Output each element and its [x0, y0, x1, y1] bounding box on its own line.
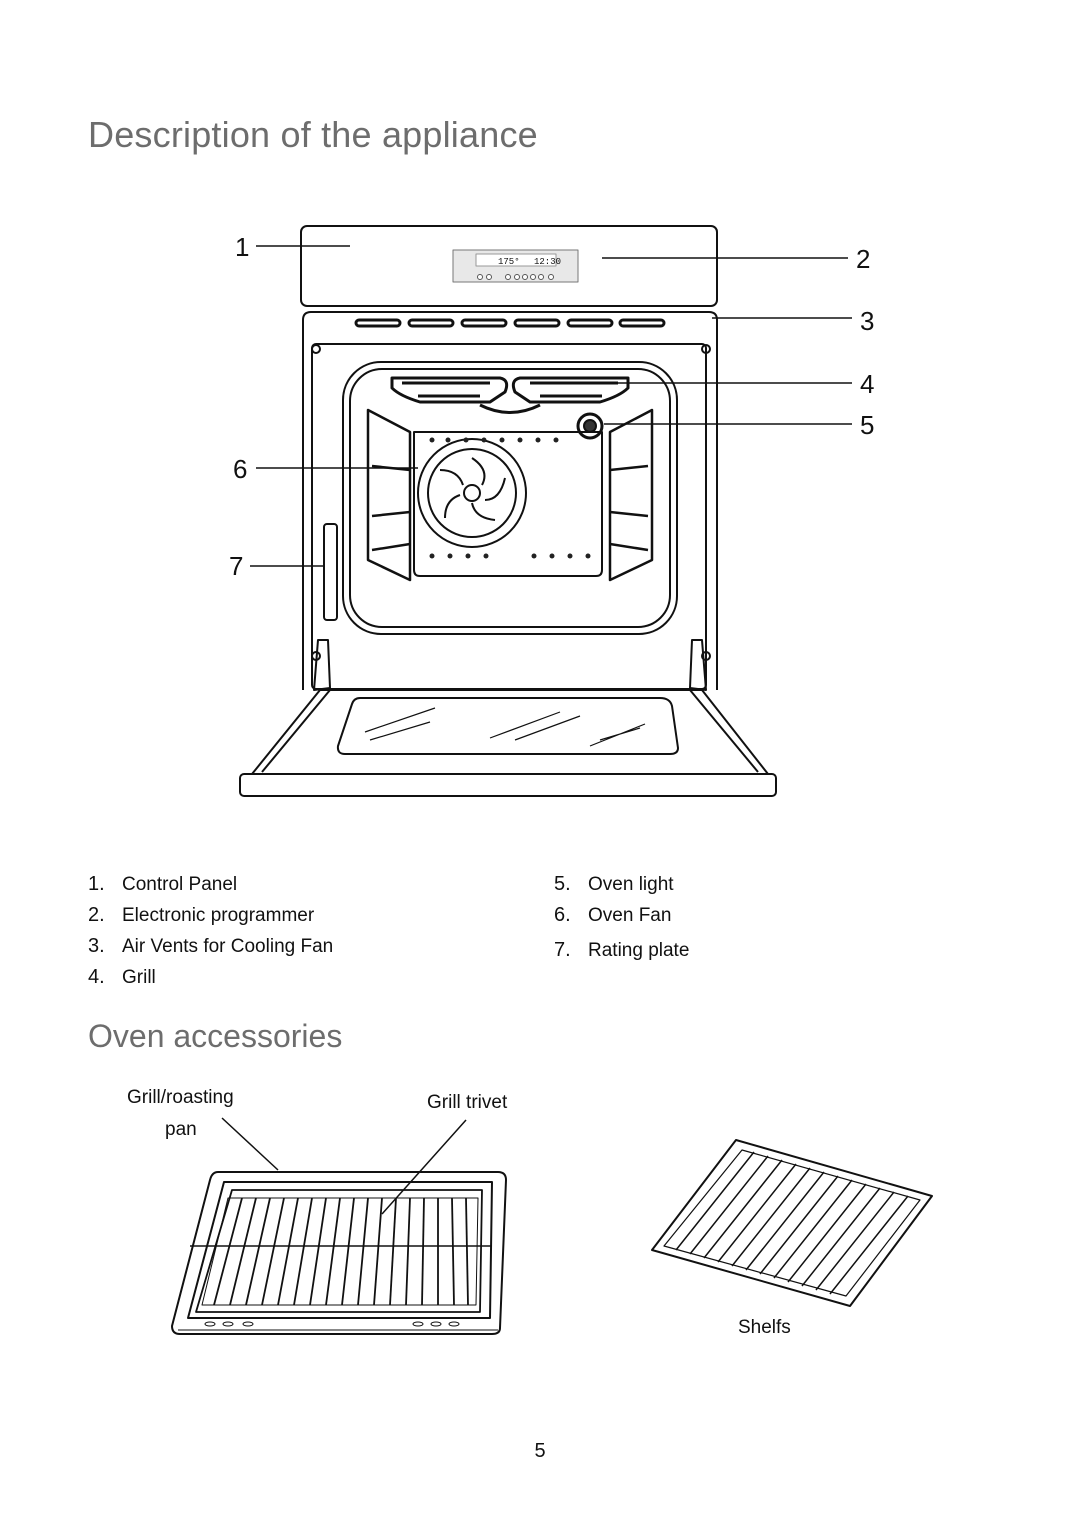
- oven-light: [576, 412, 604, 440]
- legend-item-air-vents: 3.Air Vents for Cooling Fan: [88, 935, 334, 957]
- air-vents: [354, 318, 666, 328]
- oven-body: [302, 311, 718, 690]
- oven-diagram: 175° 12:30: [239, 225, 852, 797]
- display-time: 12:30: [534, 257, 561, 267]
- callout-5: 5: [860, 410, 875, 440]
- shelf-runners-left: [366, 408, 412, 582]
- legend-item-grill: 4.Grill: [88, 966, 156, 988]
- callout-7: 7: [229, 551, 244, 581]
- pan-label-line1: Grill/roasting: [127, 1087, 234, 1108]
- callout-1: 1: [235, 232, 250, 262]
- grill-trivet: [195, 1189, 483, 1313]
- callout-4: 4: [860, 369, 875, 399]
- page-title: Description of the appliance: [88, 114, 538, 155]
- callout-3: 3: [860, 306, 875, 336]
- trivet-label: Grill trivet: [427, 1092, 508, 1113]
- rating-plate: [323, 523, 338, 621]
- page-number: 5: [534, 1440, 546, 1462]
- legend-item-oven-fan: 6.Oven Fan: [554, 904, 672, 926]
- oven-fan: [417, 438, 527, 548]
- roasting-pan: [171, 1171, 507, 1335]
- legend-item-rating-plate: 7.Rating plate: [554, 939, 690, 961]
- legend-item-oven-light: 5.Oven light: [554, 873, 674, 895]
- pan-label-line2: pan: [165, 1119, 197, 1140]
- oven-cavity: [342, 361, 678, 635]
- shelf-label: Shelfs: [738, 1317, 791, 1338]
- display-temperature: 175°: [498, 257, 520, 267]
- callout-6: 6: [233, 454, 248, 484]
- legend-item-electronic-programmer: 2.Electronic programmer: [88, 904, 315, 926]
- grill-element: [390, 376, 630, 414]
- door-window: [336, 697, 679, 755]
- callout-2: 2: [856, 244, 871, 274]
- oven-shelf: [651, 1139, 933, 1307]
- accessories-title: Oven accessories: [88, 1018, 343, 1054]
- legend-item-control-panel: 1.Control Panel: [88, 873, 238, 895]
- control-panel: [300, 225, 718, 307]
